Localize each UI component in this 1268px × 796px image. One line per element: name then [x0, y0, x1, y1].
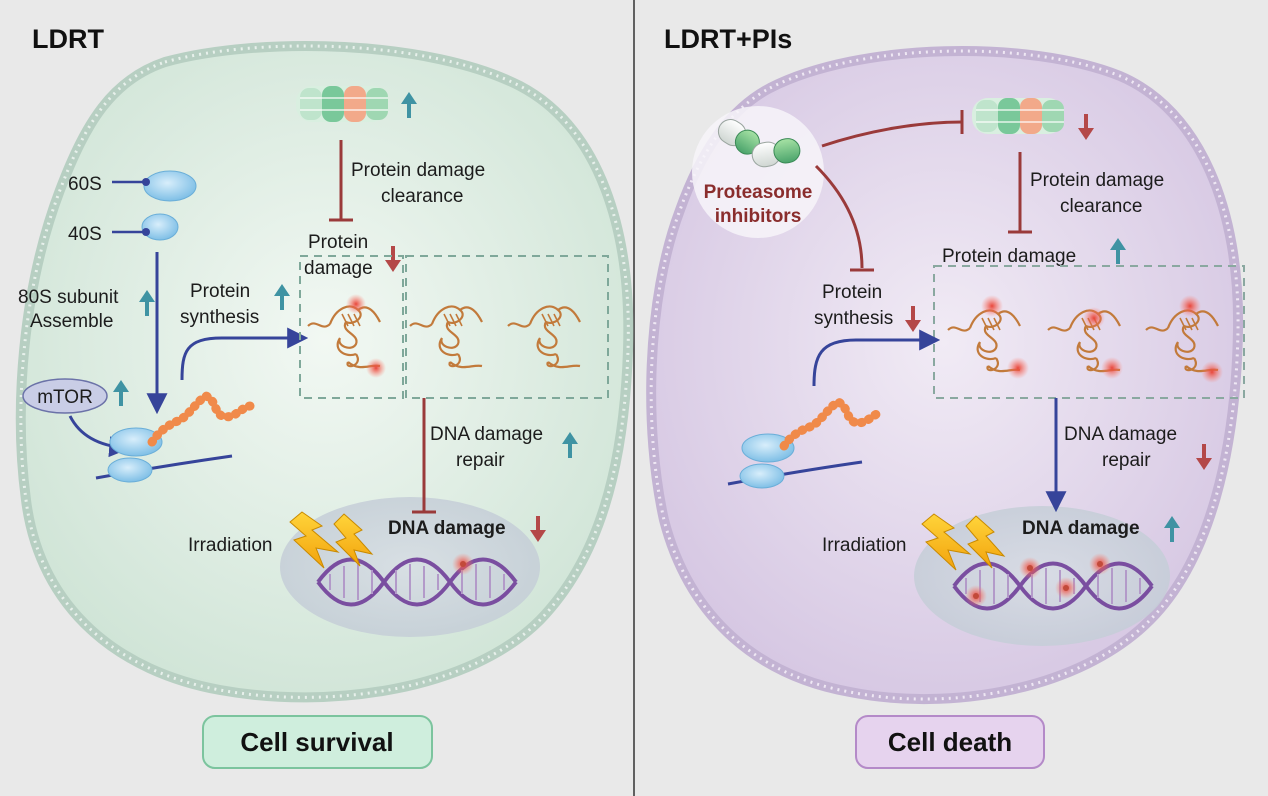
left-protein-damage-label-2: damage [304, 258, 373, 279]
right-cell-membrane-texture [649, 49, 1240, 701]
left-40s-label: 40S [68, 224, 102, 245]
right-protein-synthesis-label-1: Protein [822, 282, 882, 303]
left-polypeptide-chain [147, 390, 255, 447]
left-dna-damage-down-arrow [530, 516, 546, 542]
left-lightning-bolt-icon-2 [333, 513, 374, 567]
left-repair-label-2: repair [456, 450, 505, 471]
right-ribosome-large-icon [741, 433, 795, 463]
left-outcome-box [202, 715, 433, 769]
left-clearance-label-1: Protein damage [351, 160, 485, 181]
right-protein-synthesis-arrow [812, 329, 941, 387]
left-cell-membrane-texture [19, 44, 630, 699]
right-inhibitor-label-1: Proteasome [704, 182, 813, 203]
right-protein-synthesis-down-arrow [905, 306, 921, 332]
right-repair-label-1: DNA damage [1064, 424, 1177, 445]
left-ribosome-large-icon [109, 427, 163, 457]
right-proteasome-icon [972, 98, 1064, 134]
right-irradiation-label: Irradiation [822, 535, 907, 556]
left-mtor-icon [22, 378, 108, 414]
right-protein-synthesis-label-2: synthesis [814, 308, 893, 329]
right-panel: LDRT+PIs Proteasome inhibitors [646, 24, 1245, 769]
left-protein-synthesis-label-1: Protein [190, 281, 250, 302]
right-lightning-bolt-icon-2 [965, 515, 1006, 569]
right-dna-damage-up-arrow [1164, 516, 1180, 542]
right-damaged-protein-icon-1 [946, 295, 1029, 379]
left-damaged-protein-box [299, 255, 404, 399]
right-repair-down-arrow [1196, 444, 1212, 470]
left-subunit-label-2: Assemble [30, 311, 113, 332]
left-outcome-label: Cell survival [240, 727, 393, 757]
left-proteasome-icon [296, 86, 388, 122]
right-polypeptide-chain [779, 396, 887, 451]
right-clearance-label-1: Protein damage [1030, 170, 1164, 191]
right-outcome-label: Cell death [888, 727, 1012, 757]
right-ribosome-small-icon [739, 463, 785, 489]
left-protein-synthesis-arrow [180, 327, 309, 381]
right-inhibit-synthesis-line [814, 164, 864, 269]
right-clearance-label-2: clearance [1060, 196, 1142, 217]
right-damaged-protein-icon-3 [1144, 295, 1223, 383]
right-outcome-box [855, 715, 1045, 769]
right-lightning-bolt-icon-1 [921, 513, 972, 571]
right-inhibit-proteasome-line [821, 120, 963, 148]
right-pill-icon [717, 119, 801, 168]
left-protein-damage-down-arrow [385, 246, 401, 272]
left-mtor-label: mTOR [37, 387, 93, 408]
left-panel: LDRT Protein damage clearance 60S 40S [15, 24, 634, 769]
left-lightning-bolt-icon-1 [289, 511, 340, 569]
left-dna-damage-label: DNA damage [388, 518, 506, 539]
left-mtor-up-arrow [113, 380, 129, 406]
right-protein-damage-up-arrow [1110, 238, 1126, 264]
left-panel-title: LDRT [32, 24, 104, 54]
left-clearance-label-2: clearance [381, 186, 463, 207]
left-damaged-protein-icon [306, 294, 386, 378]
left-protein-synthesis-label-2: synthesis [180, 307, 259, 328]
right-damaged-protein-icon-2 [1046, 307, 1123, 379]
left-protein-damage-label-1: Protein [308, 232, 368, 253]
left-normal-protein-box [405, 255, 609, 399]
left-60s-label: 60S [68, 174, 102, 195]
left-repair-up-arrow [562, 432, 578, 458]
right-inhibitor-label-2: inhibitors [715, 206, 802, 227]
right-repair-label-2: repair [1102, 450, 1151, 471]
left-dna-helix-icon [316, 553, 518, 607]
left-subunit-label-1: 80S subunit [18, 287, 119, 308]
right-panel-title: LDRT+PIs [664, 24, 792, 54]
left-proteasome-up-arrow [401, 92, 417, 118]
left-subunit-up-arrow [139, 290, 155, 316]
left-repair-label-1: DNA damage [430, 424, 543, 445]
right-proteasome-down-arrow [1078, 114, 1094, 140]
left-protein-synthesis-up-arrow [274, 284, 290, 310]
right-dna-damage-label: DNA damage [1022, 518, 1140, 539]
left-irradiation-label: Irradiation [188, 535, 273, 556]
right-protein-damage-label: Protein damage [942, 246, 1076, 267]
left-60s-subunit-icon [143, 170, 197, 202]
left-40s-subunit-icon [141, 213, 179, 241]
left-ribosome-small-icon [107, 457, 153, 483]
